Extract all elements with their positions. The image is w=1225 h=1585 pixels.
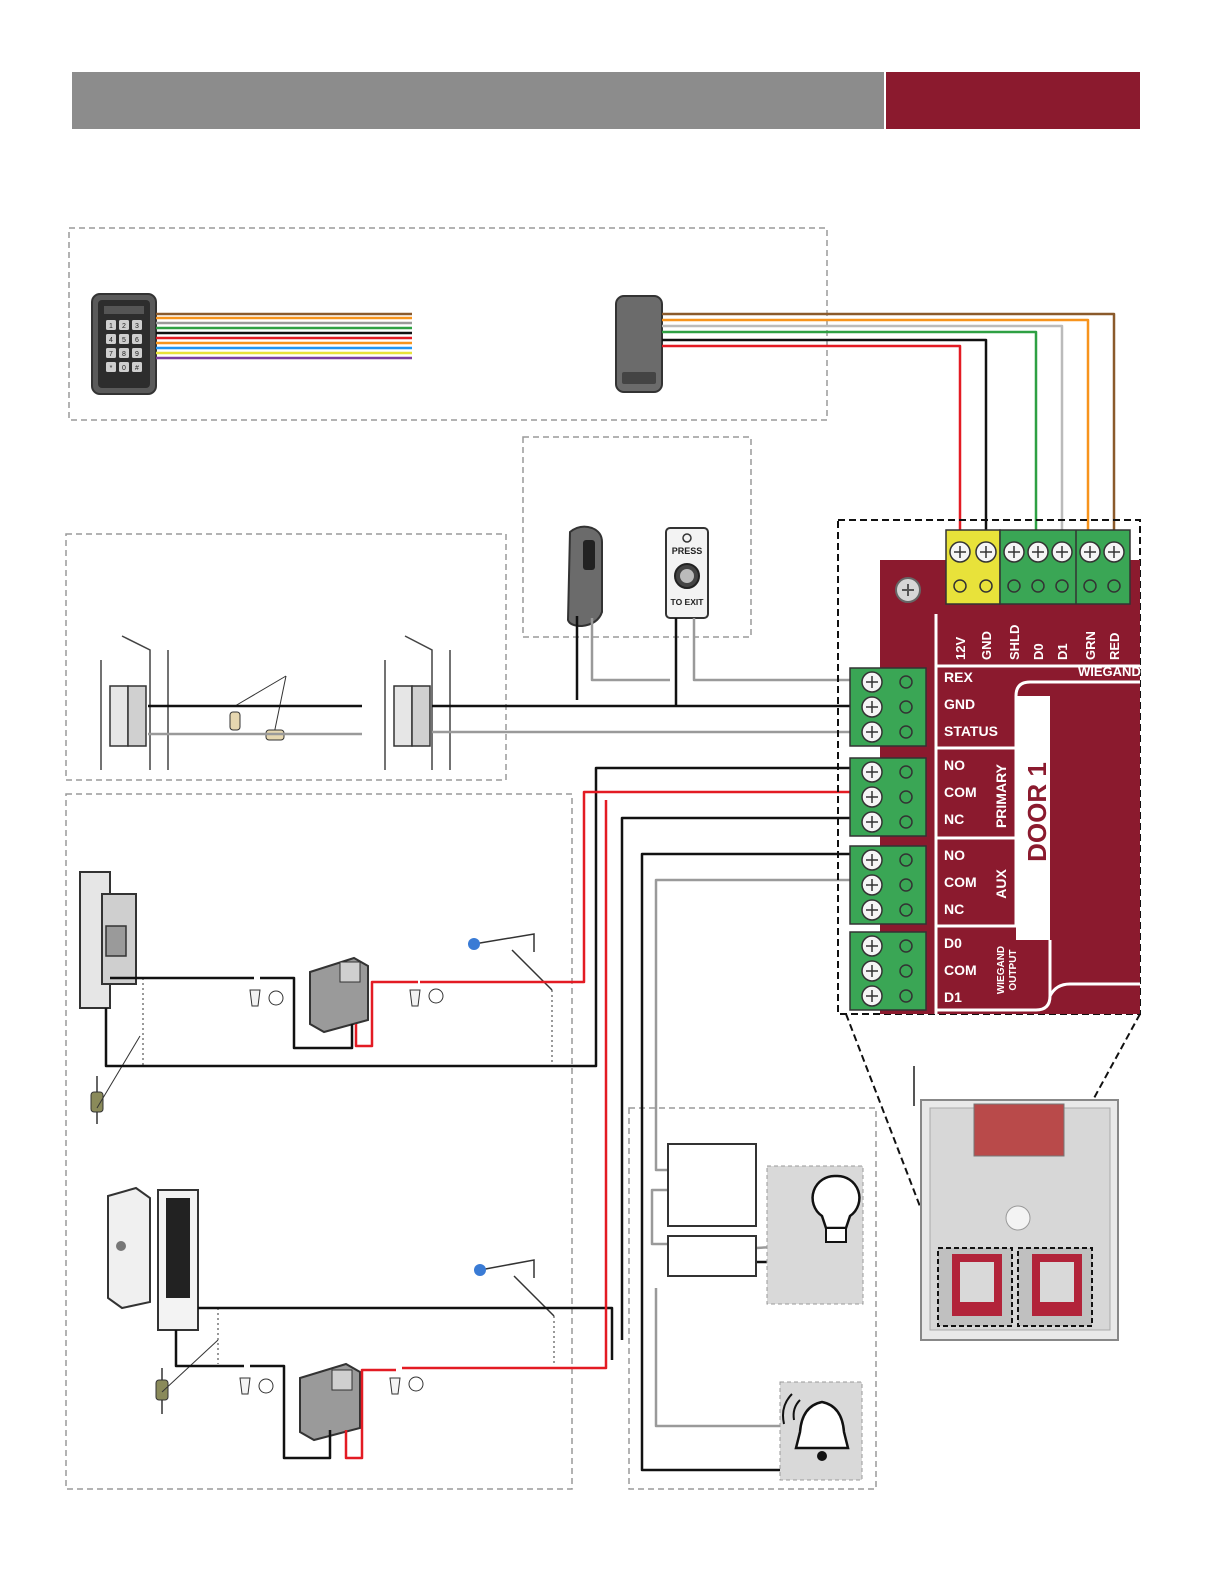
terminal-label: D0 (944, 935, 962, 951)
dotted-lines (143, 978, 554, 1364)
prox-reader (616, 296, 662, 392)
mounting-screw-icon (896, 578, 920, 602)
keypad-key-label: 5 (122, 337, 126, 344)
keypad-key-label: 0 (122, 365, 126, 372)
wiegand-terminal-label: D0 (1031, 643, 1046, 660)
wiegand-terminal-label: 12V (953, 637, 968, 660)
keypad-key-label: 4 (109, 337, 113, 344)
keypad-key-label: * (110, 365, 113, 372)
terminal-label: D1 (944, 989, 962, 1005)
test-probes (474, 934, 554, 1316)
exit-button: PRESS TO EXIT (666, 528, 708, 618)
keypad-key-label: 9 (135, 351, 139, 358)
door-contact-2 (394, 686, 430, 746)
wire-nuts (240, 989, 443, 1394)
pir-motion-sensor (568, 527, 602, 626)
terminal-label: NC (944, 811, 964, 827)
transformer-1 (310, 958, 368, 1032)
aux-module-2 (668, 1236, 756, 1276)
probe-tip-1 (468, 938, 480, 950)
wiegand-output-label-1: WIEGAND (996, 946, 1007, 994)
keypad-key-label: 1 (109, 323, 113, 330)
transformer-2 (300, 1364, 360, 1440)
wiegand-input-terminal-block (946, 530, 1130, 604)
electric-strike (80, 872, 136, 1008)
light-bulb (767, 1166, 863, 1304)
aux-module-1 (668, 1144, 756, 1226)
terminal-label: NC (944, 901, 964, 917)
enclosure (914, 1066, 1118, 1340)
terminal-label: COM (944, 962, 977, 978)
probe-tip-2 (474, 1264, 486, 1276)
maglock (108, 1188, 198, 1330)
exit-button-line1: PRESS (672, 546, 703, 556)
keypad-key-label: 7 (109, 351, 113, 358)
wiegand-terminal-label: D1 (1055, 643, 1070, 660)
wiegand-terminal-label: GRN (1083, 631, 1098, 660)
wiegand-terminal-label: GND (979, 631, 994, 660)
door-contact-1 (110, 686, 146, 746)
terminal-label: GND (944, 696, 975, 712)
keypad-key-label: 8 (122, 351, 126, 358)
terminal-label: NO (944, 847, 965, 863)
door-label: DOOR 1 (1022, 762, 1052, 862)
aux-label: AUX (993, 869, 1009, 899)
keypad-key-label: # (135, 365, 139, 372)
keypad-key-label: 6 (135, 337, 139, 344)
wiegand-terminal-label: SHLD (1007, 625, 1022, 660)
primary-label: PRIMARY (993, 763, 1009, 828)
eol-resistors (230, 676, 286, 740)
keypad-key-label: 3 (135, 323, 139, 330)
wiegand-terminal-label: RED (1107, 633, 1122, 660)
diode-1 (91, 1036, 140, 1124)
terminal-label: REX (944, 669, 973, 685)
terminal-label: STATUS (944, 723, 998, 739)
terminal-label: NO (944, 757, 965, 773)
exit-button-line2: TO EXIT (671, 597, 705, 607)
header-bar-gray (72, 72, 884, 129)
diode-2 (156, 1340, 218, 1414)
keypad-wires (156, 314, 412, 358)
rex-zone (523, 437, 751, 637)
wiegand-output-label-2: OUTPUT (1008, 949, 1019, 990)
keypad-reader: 1 2 3 4 5 6 7 8 9 * 0 # (92, 294, 156, 394)
alarm-bell (780, 1382, 862, 1480)
terminal-label: COM (944, 874, 977, 890)
header-bar-red (886, 72, 1140, 129)
terminal-label: COM (944, 784, 977, 800)
keypad-key-label: 2 (122, 323, 126, 330)
